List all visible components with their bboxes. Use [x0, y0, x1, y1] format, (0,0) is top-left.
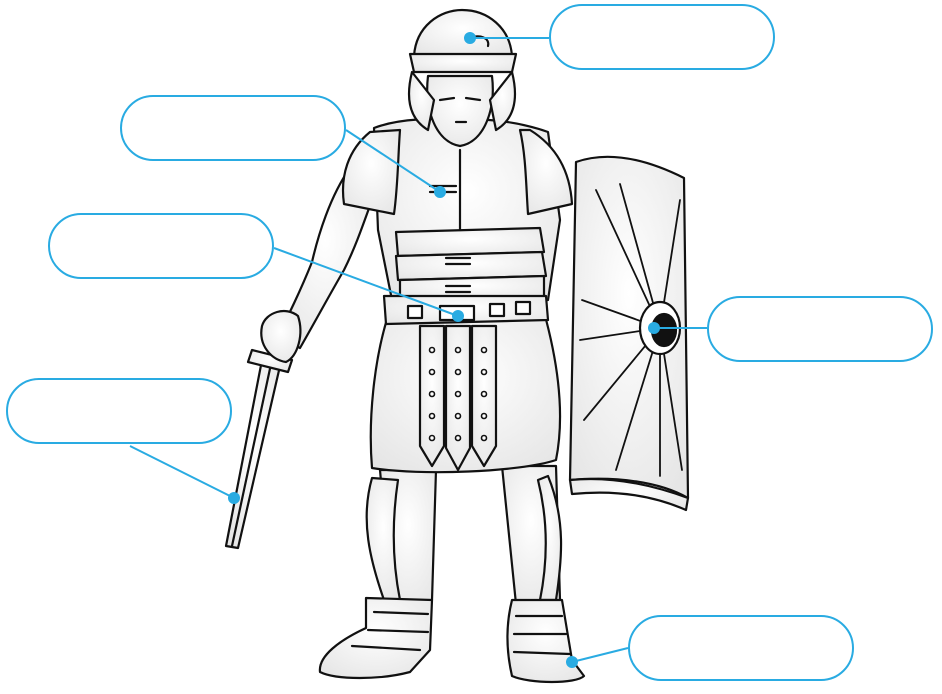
- label-box-belt[interactable]: [48, 213, 274, 279]
- label-box-sandals[interactable]: [628, 615, 854, 681]
- legs-drawing: [367, 466, 561, 606]
- shield-drawing: [570, 157, 688, 510]
- pointer-dot-body-armour: [434, 186, 446, 198]
- pteruges-drawing: [420, 326, 496, 470]
- sandals-drawing: [320, 598, 584, 682]
- label-box-sword[interactable]: [6, 378, 232, 444]
- pointer-dot-belt: [452, 310, 464, 322]
- label-box-body-armour[interactable]: [120, 95, 346, 161]
- leader-line-sandals: [572, 648, 628, 662]
- label-box-helmet[interactable]: [549, 4, 775, 70]
- label-box-shield[interactable]: [707, 296, 933, 362]
- pointer-dot-sword: [228, 492, 240, 504]
- belt-drawing: [384, 296, 548, 324]
- pointer-dot-helmet: [464, 32, 476, 44]
- sword-drawing: [226, 350, 292, 548]
- pointer-dot-shield: [648, 322, 660, 334]
- leader-line-sword: [130, 446, 234, 498]
- pointer-dot-sandals: [566, 656, 578, 668]
